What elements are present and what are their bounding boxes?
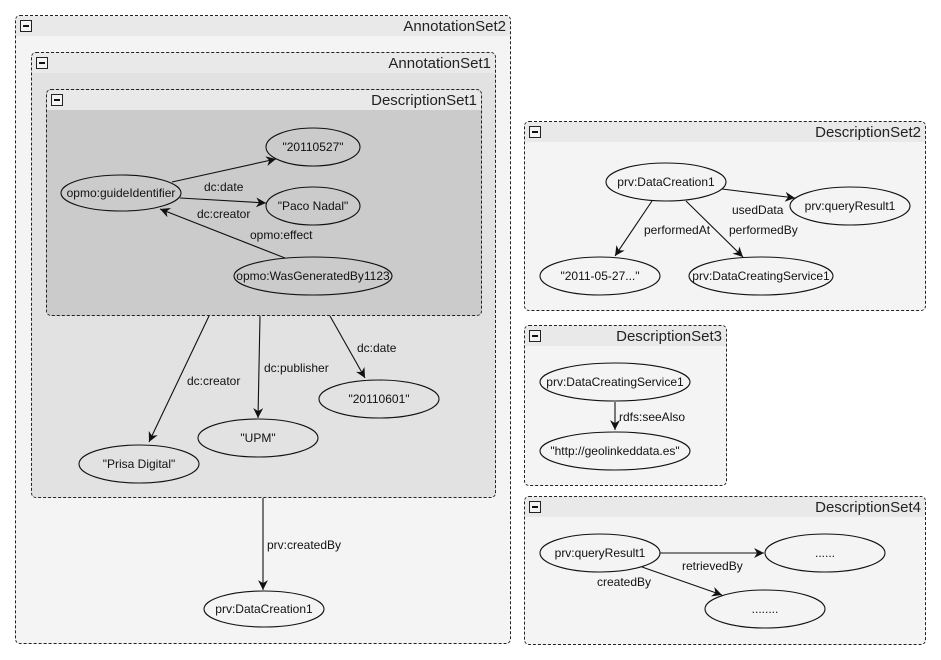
collapse-icon[interactable] — [529, 501, 541, 513]
collapse-icon[interactable] — [529, 126, 541, 138]
svg-text:........: ........ — [752, 602, 779, 616]
node-a2-data-creation[interactable]: prv:DataCreation1 — [203, 590, 325, 628]
group-title: DescriptionSet4 — [815, 499, 921, 516]
group-title: DescriptionSet1 — [371, 92, 477, 109]
edge-a1-creator[interactable] — [148, 315, 210, 443]
svg-text:opmo:guideIdentifier: opmo:guideIdentifier — [67, 186, 176, 200]
edge-label: createdBy — [597, 575, 651, 589]
edge-d2-useddata[interactable] — [721, 188, 796, 202]
edge-d1-effect[interactable] — [159, 208, 286, 259]
edge-a1-date[interactable] — [329, 315, 366, 379]
node-d1-was-generated-by[interactable]: opmo:WasGeneratedBy1123 — [233, 256, 393, 296]
svg-text:prv:DataCreation1: prv:DataCreation1 — [215, 602, 313, 616]
svg-text:"20110527": "20110527" — [282, 140, 343, 154]
edge-label: performedAt — [644, 223, 711, 237]
svg-text:prv:DataCreatingService1: prv:DataCreatingService1 — [546, 375, 684, 389]
svg-text:"2011-05-27...": "2011-05-27..." — [560, 269, 639, 283]
edge-label: usedData — [732, 203, 784, 217]
group-header — [16, 16, 510, 36]
edge-d1-date[interactable] — [171, 156, 277, 183]
svg-text:prv:queryResult1: prv:queryResult1 — [805, 199, 896, 213]
edge-d1-creator[interactable] — [179, 197, 267, 208]
svg-text:"20110601": "20110601" — [348, 392, 409, 406]
edge-label: performedBy — [729, 223, 798, 237]
node-d4-retrieved-target[interactable]: ...... — [764, 533, 886, 573]
description-set3-group: DescriptionSet3 — [524, 325, 727, 486]
svg-text:opmo:WasGeneratedBy1123: opmo:WasGeneratedBy1123 — [236, 269, 390, 283]
group-header — [525, 326, 726, 346]
group-title: DescriptionSet3 — [616, 328, 722, 345]
group-title: AnnotationSet1 — [388, 55, 491, 72]
svg-text:prv:queryResult1: prv:queryResult1 — [555, 546, 646, 560]
description-set4-group: DescriptionSet4 — [524, 496, 926, 645]
svg-text:prv:DataCreatingService1: prv:DataCreatingService1 — [692, 269, 830, 283]
svg-text:"Prisa Digital": "Prisa Digital" — [103, 457, 176, 471]
node-d2-data-creating-service[interactable]: prv:DataCreatingService1 — [688, 256, 834, 296]
node-d3-geolinkeddata-url[interactable]: "http://geolinkeddata.es" — [539, 431, 691, 471]
edge-d2-performedby[interactable] — [685, 200, 744, 258]
group-header — [525, 497, 925, 517]
node-a1-prisa-digital[interactable]: "Prisa Digital" — [78, 444, 200, 484]
node-d4-created-target[interactable]: ........ — [704, 589, 826, 629]
edge-label: prv:createdBy — [267, 538, 341, 552]
group-title: AnnotationSet2 — [403, 18, 506, 35]
node-d1-guide-identifier[interactable]: opmo:guideIdentifier — [60, 174, 182, 212]
collapse-icon[interactable] — [529, 330, 541, 342]
node-d2-date[interactable]: "2011-05-27..." — [539, 256, 661, 296]
collapse-icon[interactable] — [36, 57, 48, 69]
node-d4-query-result[interactable]: prv:queryResult1 — [539, 533, 661, 573]
svg-text:"Paco Nadal": "Paco Nadal" — [278, 199, 349, 213]
svg-text:"UPM": "UPM" — [240, 431, 275, 445]
group-header — [32, 53, 495, 73]
group-header — [525, 122, 925, 142]
svg-text:prv:DataCreation1: prv:DataCreation1 — [617, 175, 715, 189]
node-d2-data-creation[interactable]: prv:DataCreation1 — [605, 162, 727, 202]
edge-label: opmo:effect — [250, 228, 313, 242]
edge-label: rdfs:seeAlso — [619, 410, 685, 424]
group-header — [47, 90, 481, 110]
edge-label: dc:creator — [197, 207, 250, 221]
edge-label: retrievedBy — [682, 559, 743, 573]
edge-label: dc:creator — [187, 374, 240, 388]
edge-label: dc:date — [204, 180, 244, 194]
svg-text:......: ...... — [815, 546, 835, 560]
node-a1-upm[interactable]: "UPM" — [197, 418, 319, 458]
collapse-icon[interactable] — [20, 20, 32, 32]
node-a1-date[interactable]: "20110601" — [318, 379, 440, 419]
node-d1-paco-nadal[interactable]: "Paco Nadal" — [265, 186, 361, 226]
edge-a1-publisher[interactable] — [253, 315, 264, 419]
group-title: DescriptionSet2 — [815, 124, 921, 141]
edge-label: dc:publisher — [264, 361, 329, 375]
description-set2-group: DescriptionSet2 — [524, 121, 926, 311]
node-d2-query-result[interactable]: prv:queryResult1 — [789, 186, 911, 226]
edge-label: dc:date — [357, 341, 397, 355]
edge-d2-performedat[interactable] — [614, 200, 653, 257]
edge-d4-createdby[interactable] — [641, 566, 723, 597]
node-d3-data-creating-service[interactable]: prv:DataCreatingService1 — [539, 362, 691, 402]
node-d1-date[interactable]: "20110527" — [265, 127, 361, 167]
collapse-icon[interactable] — [51, 94, 63, 106]
svg-text:"http://geolinkeddata.es": "http://geolinkeddata.es" — [550, 444, 679, 458]
